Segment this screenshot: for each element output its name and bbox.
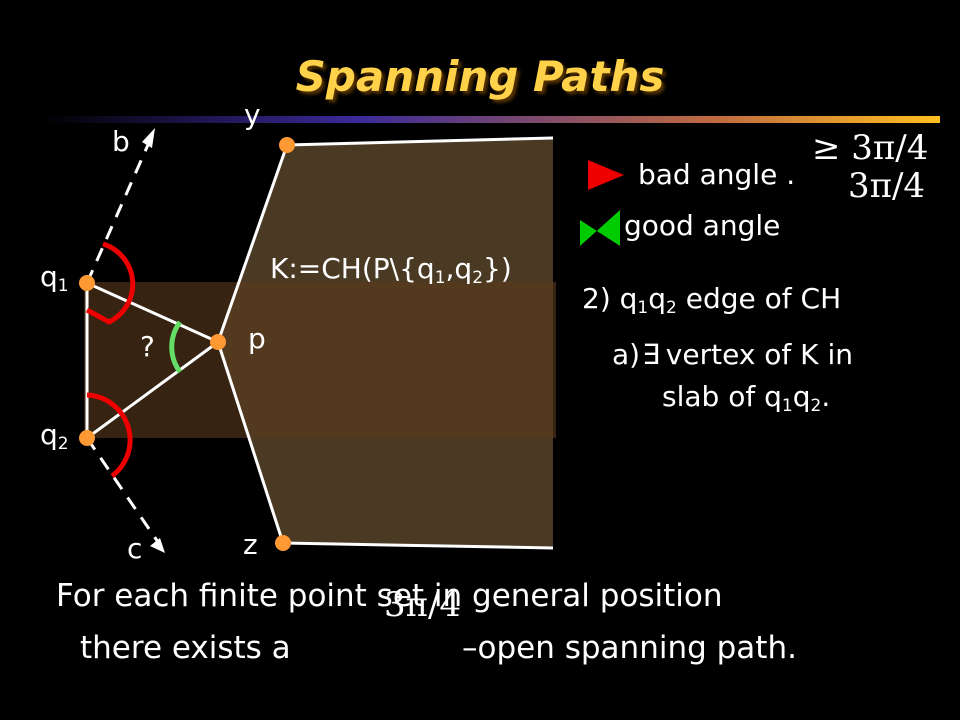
vertex-z: [275, 535, 291, 551]
footer-line-1: For each finite point set in general pos…: [56, 578, 723, 614]
arrow-c: [150, 538, 165, 553]
math-bottom-three-pi-over-four: 3π/4: [384, 585, 462, 625]
vertex-y: [279, 137, 295, 153]
title-bar: [40, 116, 940, 123]
arrow-b: [142, 128, 155, 148]
label-y: y: [244, 98, 261, 131]
label-q1: q1: [40, 260, 69, 296]
good-angle-marker-icon: [580, 210, 620, 246]
math-three-pi-over-four: 3π/4: [848, 166, 926, 206]
case-a-line-2: slab of q1q2.: [662, 380, 831, 416]
vertex-p: [210, 334, 226, 350]
case-a-line-1: a)∃vertex of K in: [612, 338, 853, 371]
edge-p-z: [216, 341, 285, 544]
vertex-q2: [79, 430, 95, 446]
good-angle-arc-p: [169, 320, 183, 374]
label-p: p: [248, 322, 266, 355]
slide-title: Spanning Paths: [295, 52, 665, 101]
label-z: z: [243, 528, 258, 561]
ray-q1-b: [85, 137, 153, 284]
label-c: c: [127, 532, 143, 565]
label-question: ?: [140, 330, 155, 363]
hull-definition: K:=CH(P\{q1,q2}): [270, 252, 512, 288]
bad-angle-marker-icon: [588, 160, 624, 190]
math-ge-three-pi-over-four: ≥ 3π/4: [812, 128, 929, 168]
legend-bad-angle-label: bad angle .: [638, 158, 796, 191]
label-q2: q2: [40, 418, 69, 454]
footer-line-2-prefix: there exists a: [80, 630, 291, 666]
edge-p-y: [216, 144, 289, 343]
vertex-q1: [79, 275, 95, 291]
bad-angle-arc-q2: [86, 392, 133, 479]
case-2-text: 2) q1q2 edge of CH: [582, 282, 842, 318]
edge-y-top: [286, 136, 554, 147]
legend-good-angle-label: good angle: [624, 209, 781, 242]
label-b: b: [112, 125, 130, 158]
edge-z-bottom: [282, 541, 554, 550]
footer-line-2-suffix: –open spanning path.: [462, 630, 797, 666]
edge-q1-p: [86, 281, 219, 344]
ray-q2-c: [85, 437, 162, 546]
exists-symbol: ∃: [642, 338, 660, 371]
bad-angle-arc-q1: [85, 241, 136, 325]
slab-region: [84, 282, 556, 438]
edge-q2-p: [86, 340, 219, 440]
